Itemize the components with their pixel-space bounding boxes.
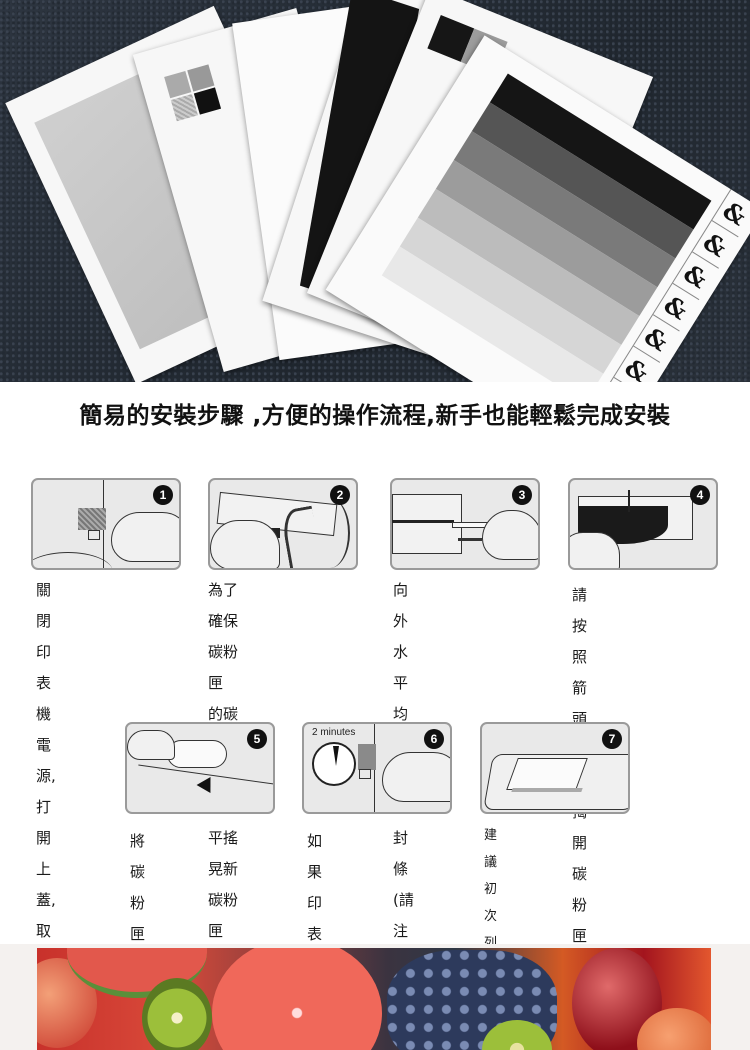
page-heading: 簡易的安裝步驟 ,方便的操作流程,新手也能輕鬆完成安裝 [79,403,671,429]
step-number-badge: 3 [512,485,532,505]
step-number-badge: 2 [330,485,350,505]
hero-photo-test-pages: TE & & & & & & & & [0,0,750,382]
step-4-illustration: 4 [568,478,718,570]
timer-label: 2 minutes [312,727,356,738]
step-number-badge: 7 [602,729,622,749]
step-number-badge: 5 [247,729,267,749]
clock-icon [312,742,356,786]
fruit-image [37,948,711,1050]
step-3-illustration: 3 [390,478,540,570]
step-number-badge: 1 [153,485,173,505]
fruit-banner-photo [0,944,750,1050]
step-6-illustration: 2 minutes 6 [302,722,452,814]
step-5-illustration: 5 [125,722,275,814]
step-1-illustration: 1 [31,478,181,570]
step-number-badge: 6 [424,729,444,749]
step-number-badge: 4 [690,485,710,505]
step-2-illustration: 2 [208,478,358,570]
step-7-illustration: 7 [480,722,630,814]
